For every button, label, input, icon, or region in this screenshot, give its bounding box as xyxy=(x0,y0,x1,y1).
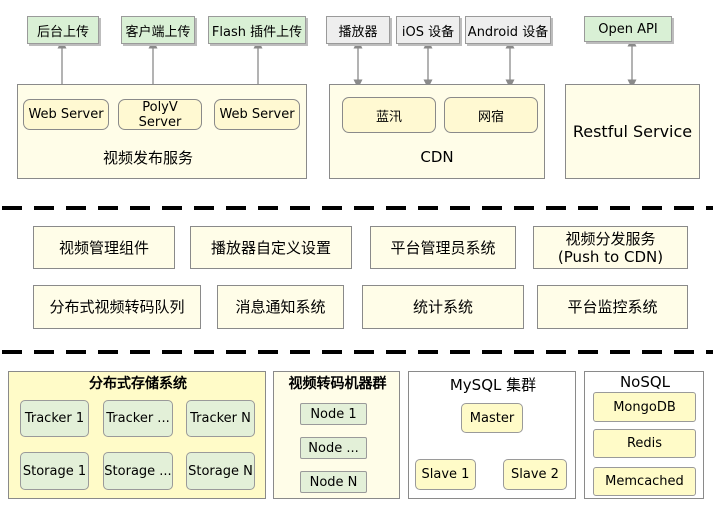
component-label: 视频分发服务 xyxy=(565,229,656,248)
slave-label: Slave 1 xyxy=(421,467,470,482)
restful-service-panel: Restful Service xyxy=(565,84,700,179)
cdn-node-lanxun: 蓝汛 xyxy=(342,97,436,133)
restful-service-label: Restful Service xyxy=(572,122,693,141)
storage-label: Storage 1 xyxy=(22,463,87,479)
client-tag-player: 播放器 xyxy=(326,16,390,44)
transcode-panel: 视频转码机器群 Node 1 Node ... Node N xyxy=(273,371,400,499)
publish-server-polyv: PolyV Server xyxy=(118,99,202,130)
panel-title: NoSQL xyxy=(619,373,671,391)
component-video-management: 视频管理组件 xyxy=(33,226,175,269)
nosql-mongodb: MongoDB xyxy=(593,392,696,422)
component-label: 平台监控系统 xyxy=(567,298,658,316)
api-tag-label: Open API xyxy=(598,21,658,37)
transcode-title: 视频转码机器群 xyxy=(274,373,401,393)
component-label: 平台管理员系统 xyxy=(390,238,496,257)
node-label: Node ... xyxy=(308,440,359,456)
component-label: 播放器自定义设置 xyxy=(210,238,331,257)
storage-ellipsis: Storage ... xyxy=(103,452,173,490)
cdn-node-label: 网宿 xyxy=(477,109,504,125)
server-label: PolyV Server xyxy=(138,99,182,130)
upload-tag-label: Flash 插件上传 xyxy=(211,24,303,40)
storage-label: Storage ... xyxy=(104,463,172,479)
nosql-label: MongoDB xyxy=(613,399,676,415)
component-label: 统计系统 xyxy=(412,298,473,316)
tracker-label: Tracker 1 xyxy=(24,411,85,426)
api-tag: Open API xyxy=(584,16,672,42)
client-tag-label: 播放器 xyxy=(338,24,378,40)
component-label: 分布式视频转码队列 xyxy=(49,298,185,316)
tracker-ellipsis: Tracker ... xyxy=(103,400,173,437)
storage-title: 分布式存储系统 xyxy=(9,373,267,393)
nosql-label: Memcached xyxy=(605,474,684,489)
panel-title: MySQL 集群 xyxy=(449,375,537,394)
client-tag-android: Android 设备 xyxy=(465,16,551,44)
client-tag-ios: iOS 设备 xyxy=(396,16,460,44)
nosql-redis: Redis xyxy=(593,429,696,458)
storage-1: Storage 1 xyxy=(20,452,89,490)
upload-tag-client: 客户端上传 xyxy=(121,16,195,44)
publish-server-web-1: Web Server xyxy=(23,99,109,130)
transcode-node-1: Node 1 xyxy=(300,403,367,425)
component-label: 消息通知系统 xyxy=(235,298,326,316)
master-label: Master xyxy=(469,410,515,426)
panel-label: CDN xyxy=(420,148,454,166)
nosql-memcached: Memcached xyxy=(593,467,696,496)
cdn-panel: 蓝汛 网宿 CDN xyxy=(329,84,545,179)
cdn-node-label: 蓝汛 xyxy=(375,109,402,125)
panel-title: 视频转码机器群 xyxy=(288,376,387,392)
component-statistics: 统计系统 xyxy=(362,285,524,329)
server-label: Web Server xyxy=(219,107,295,122)
storage-label: Storage N xyxy=(188,463,253,479)
storage-panel: 分布式存储系统 Tracker 1 Tracker ... Tracker N … xyxy=(8,371,266,499)
component-monitoring: 平台监控系统 xyxy=(537,285,688,329)
panel-label: 视频发布服务 xyxy=(102,148,193,167)
cdn-label: CDN xyxy=(330,145,544,169)
component-admin-system: 平台管理员系统 xyxy=(370,226,516,269)
transcode-node-ellipsis: Node ... xyxy=(300,437,367,459)
node-label: Node 1 xyxy=(310,406,357,422)
publish-service-label: 视频发布服务 xyxy=(18,145,278,169)
component-video-distribution: 视频分发服务 (Push to CDN) xyxy=(533,226,688,269)
upload-tag-label: 客户端上传 xyxy=(125,24,191,40)
nosql-panel: NoSQL MongoDB Redis Memcached xyxy=(584,371,704,499)
component-player-settings: 播放器自定义设置 xyxy=(190,226,352,269)
component-transcode-queue: 分布式视频转码队列 xyxy=(33,285,201,329)
tracker-n: Tracker N xyxy=(186,400,255,437)
tracker-label: Tracker ... xyxy=(106,411,170,426)
client-tag-label: iOS 设备 xyxy=(401,24,455,40)
upload-tag-flash: Flash 插件上传 xyxy=(208,16,306,44)
transcode-node-n: Node N xyxy=(300,471,367,493)
mysql-title: MySQL 集群 xyxy=(409,373,577,395)
mysql-slave-2: Slave 2 xyxy=(503,459,567,490)
client-tag-label: Android 设备 xyxy=(467,24,549,40)
server-label: Web Server xyxy=(28,107,104,122)
component-notification: 消息通知系统 xyxy=(217,285,344,329)
publish-service-panel: Web Server PolyV Server Web Server 视频发布服… xyxy=(17,84,307,179)
cdn-node-wangsu: 网宿 xyxy=(444,97,538,133)
tracker-1: Tracker 1 xyxy=(20,400,89,437)
mysql-panel: MySQL 集群 Master Slave 1 Slave 2 xyxy=(408,371,576,499)
upload-tag-backend: 后台上传 xyxy=(27,16,99,44)
component-sublabel: (Push to CDN) xyxy=(557,247,664,266)
slave-label: Slave 2 xyxy=(511,467,559,482)
mysql-master: Master xyxy=(461,403,523,433)
tracker-label: Tracker N xyxy=(190,411,251,426)
nosql-title: NoSQL xyxy=(585,372,705,392)
storage-n: Storage N xyxy=(186,452,255,490)
nosql-label: Redis xyxy=(626,436,663,451)
node-label: Node N xyxy=(309,474,358,490)
component-label: 视频管理组件 xyxy=(58,238,149,257)
publish-server-web-2: Web Server xyxy=(214,99,300,130)
mysql-slave-1: Slave 1 xyxy=(415,459,476,490)
panel-title: 分布式存储系统 xyxy=(89,376,187,392)
upload-tag-label: 后台上传 xyxy=(36,24,89,40)
